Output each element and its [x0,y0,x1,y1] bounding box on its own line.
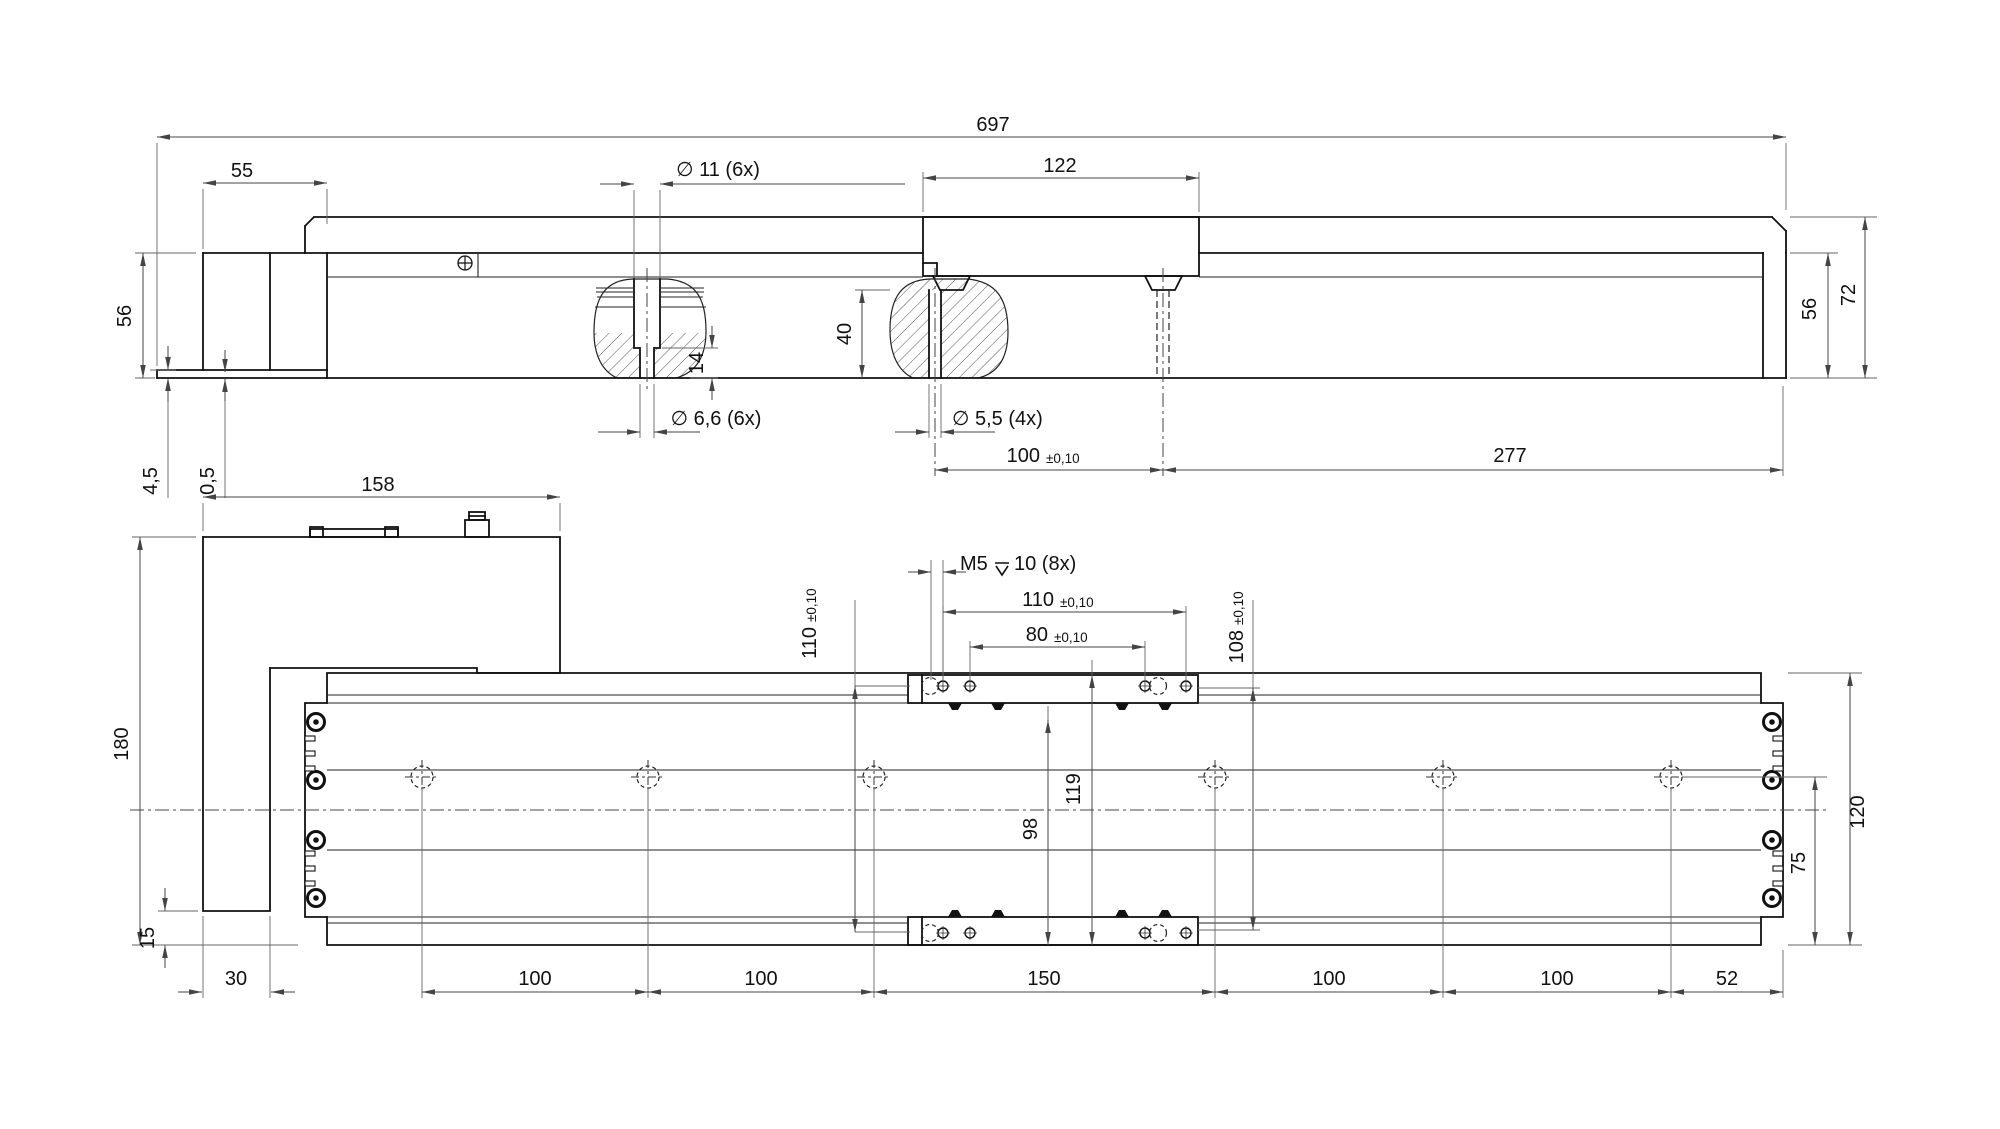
dim-total-width: 180 [111,727,133,760]
dim-carriage-hole: ∅ 5,5 (4x) [952,408,1043,430]
dim-row-pitch-left-tol: ±0,10 [804,588,819,622]
dim-end-distance: 277 [1493,445,1526,467]
dim-plate-pitch-inner-tol: ±0,10 [1054,630,1088,645]
dim-thread-size: M5 [960,553,988,575]
dim-height-right: 56 [1799,298,1821,320]
dim-motor-overhang: 30 [225,968,247,990]
dim-thread-depth-count: 10 (8x) [1014,553,1076,575]
plan-view-labels: 158 180 M5 10 (8x) 110 ±0,10 80 ±0,10 11… [111,474,1869,990]
section-lug-hatch [889,278,1009,379]
dim-motor-width: 158 [361,474,394,496]
dim-top-hole: ∅ 11 (6x) [676,159,760,181]
plan-view-detail-lines [327,694,1761,924]
dim-bottom-hole: ∅ 6,6 (6x) [671,408,762,430]
side-view-labels: 697 55 ∅ 11 (6x) 122 56 4,5 0,5 ∅ 6,6 (6… [114,114,1860,495]
plan-view-extension-lines [132,503,1862,998]
dim-chain-1: 100 [518,968,551,990]
dim-chain-4: 100 [1312,968,1345,990]
plan-view: 158 180 M5 10 (8x) 110 ±0,10 80 ±0,10 11… [111,474,1869,998]
side-view-outline [156,215,1788,379]
dim-chain-6: 52 [1716,968,1738,990]
dim-119: 119 [1063,773,1085,805]
depth-symbol-icon [995,562,1009,577]
dim-hole-pitch: 100 [1007,445,1040,467]
dim-plate-pitch-outer: 110 [1022,589,1054,611]
dim-counterbore-depth: 14 [686,352,708,374]
dim-98: 98 [1020,818,1042,840]
dim-height-left: 56 [114,305,136,327]
plan-view-outline [202,511,1784,946]
side-view-centerlines [646,268,1164,476]
side-view-dimension-lines [140,134,1868,473]
guide-rail-lines [327,718,1761,900]
dim-plate-pitch-inner: 80 [1026,624,1048,646]
side-view-extension-lines [135,143,1877,498]
dim-flange-step: 15 [137,927,159,949]
dim-step: 0,5 [197,467,219,495]
dim-body-width: 120 [1847,795,1869,828]
body-mounting-holes [405,760,1688,794]
dim-overall-length: 697 [976,114,1009,136]
plan-view-dimension-lines [137,494,1853,995]
carriage-lug-tabs [948,703,1172,917]
dim-row-pitch-right-tol: ±0,10 [1231,591,1246,625]
dim-base-plate: 4,5 [140,467,162,495]
hidden-hole-lines [1156,290,1170,378]
section-counterbore-hatch [593,278,707,379]
reference-mark [457,255,473,271]
carriage-plate-holes [920,676,1193,943]
dim-total-height: 72 [1838,284,1860,306]
dim-plate-pitch-outer-tol: ±0,10 [1060,595,1094,610]
dim-row-pitch-left: 110 [799,627,821,659]
dim-motor-offset: 55 [231,160,253,182]
dim-thread-depth: 40 [834,323,856,345]
end-cap-fasteners [304,712,1784,908]
dim-chain-3: 150 [1027,968,1060,990]
dim-row-pitch-right: 108 [1226,630,1248,663]
side-view-detail-lines [327,253,1763,308]
dim-chain-2: 100 [744,968,777,990]
side-view: 697 55 ∅ 11 (6x) 122 56 4,5 0,5 ∅ 6,6 (6… [114,114,1877,498]
dim-chain-5: 100 [1540,968,1573,990]
dim-hole-row-offset: 75 [1788,852,1810,874]
dim-carriage-length: 122 [1043,155,1076,177]
dim-hole-pitch-tol: ±0,10 [1046,451,1080,466]
